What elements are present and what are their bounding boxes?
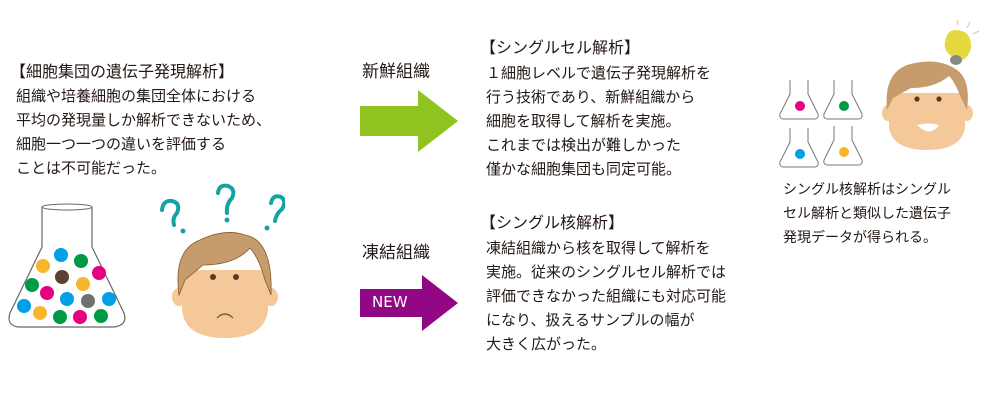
single-nucleus-text: 凍結組織から核を取得して解析を 実施。従来のシングルセル解析では 評価できなかっ… [486,236,726,356]
caption-text: シングル核解析はシングル セル解析と類似した遺伝子 発現データが得られる。 [783,178,951,250]
text-line: 実施。従来のシングルセル解析では [486,263,727,281]
separated-flasks-icon [779,80,863,168]
text-line: 細胞一つ一つの違いを評価する [16,135,227,153]
single-cell-heading: 【シングルセル解析】 [480,38,641,57]
text-line: セル解析と類似した遺伝子 [783,206,951,222]
single-cell-text: １細胞レベルで遺伝子発現解析を 行う技術であり、新鮮組織から 細胞を取得して解析… [486,61,711,181]
text-line: これまでは検出が難しかった [486,136,682,154]
new-arrow-icon [360,275,458,331]
light-rays-icon [956,19,980,35]
single-nucleus-heading: 【シングル核解析】 [480,213,625,232]
population-analysis-heading: 【細胞集団の遺伝子発現解析】 [10,62,235,81]
text-line: シングル核解析はシングル [783,182,951,198]
fresh-tissue-label: 新鮮組織 [362,62,430,82]
lightbulb-icon [944,30,971,60]
new-badge: NEW [372,293,408,311]
text-line: 僅かな細胞集団も同定可能。 [486,160,682,178]
happy-person-icon [882,19,980,150]
question-marks-icon [160,183,285,227]
text-line: 平均の発現量しか解析できないため、 [16,111,272,129]
frozen-tissue-label: 凍結組織 [362,243,430,263]
text-line: １細胞レベルで遺伝子発現解析を [486,64,712,82]
text-line: 大きく広がった。 [486,335,607,353]
text-line: になり、扱えるサンプルの幅が [486,311,695,329]
text-line: 凍結組織から核を取得して解析を [486,239,711,257]
text-line: 細胞を取得して解析を実施。 [486,112,681,130]
fresh-arrow-icon [360,90,458,152]
confused-person-icon [160,183,285,338]
text-line: 行う技術であり、新鮮組織から [486,88,696,106]
flask-mixed-cells-icon [8,203,126,328]
text-line: 発現データが得られる。 [783,230,937,246]
population-analysis-text: 組織や培養細胞の集団全体における 平均の発現量しか解析できないため、 細胞一つ一… [16,84,271,180]
text-line: ことは不可能だった。 [16,159,167,177]
text-line: 組織や培養細胞の集団全体における [16,87,257,105]
text-line: 評価できなかった組織にも対応可能 [486,287,727,305]
